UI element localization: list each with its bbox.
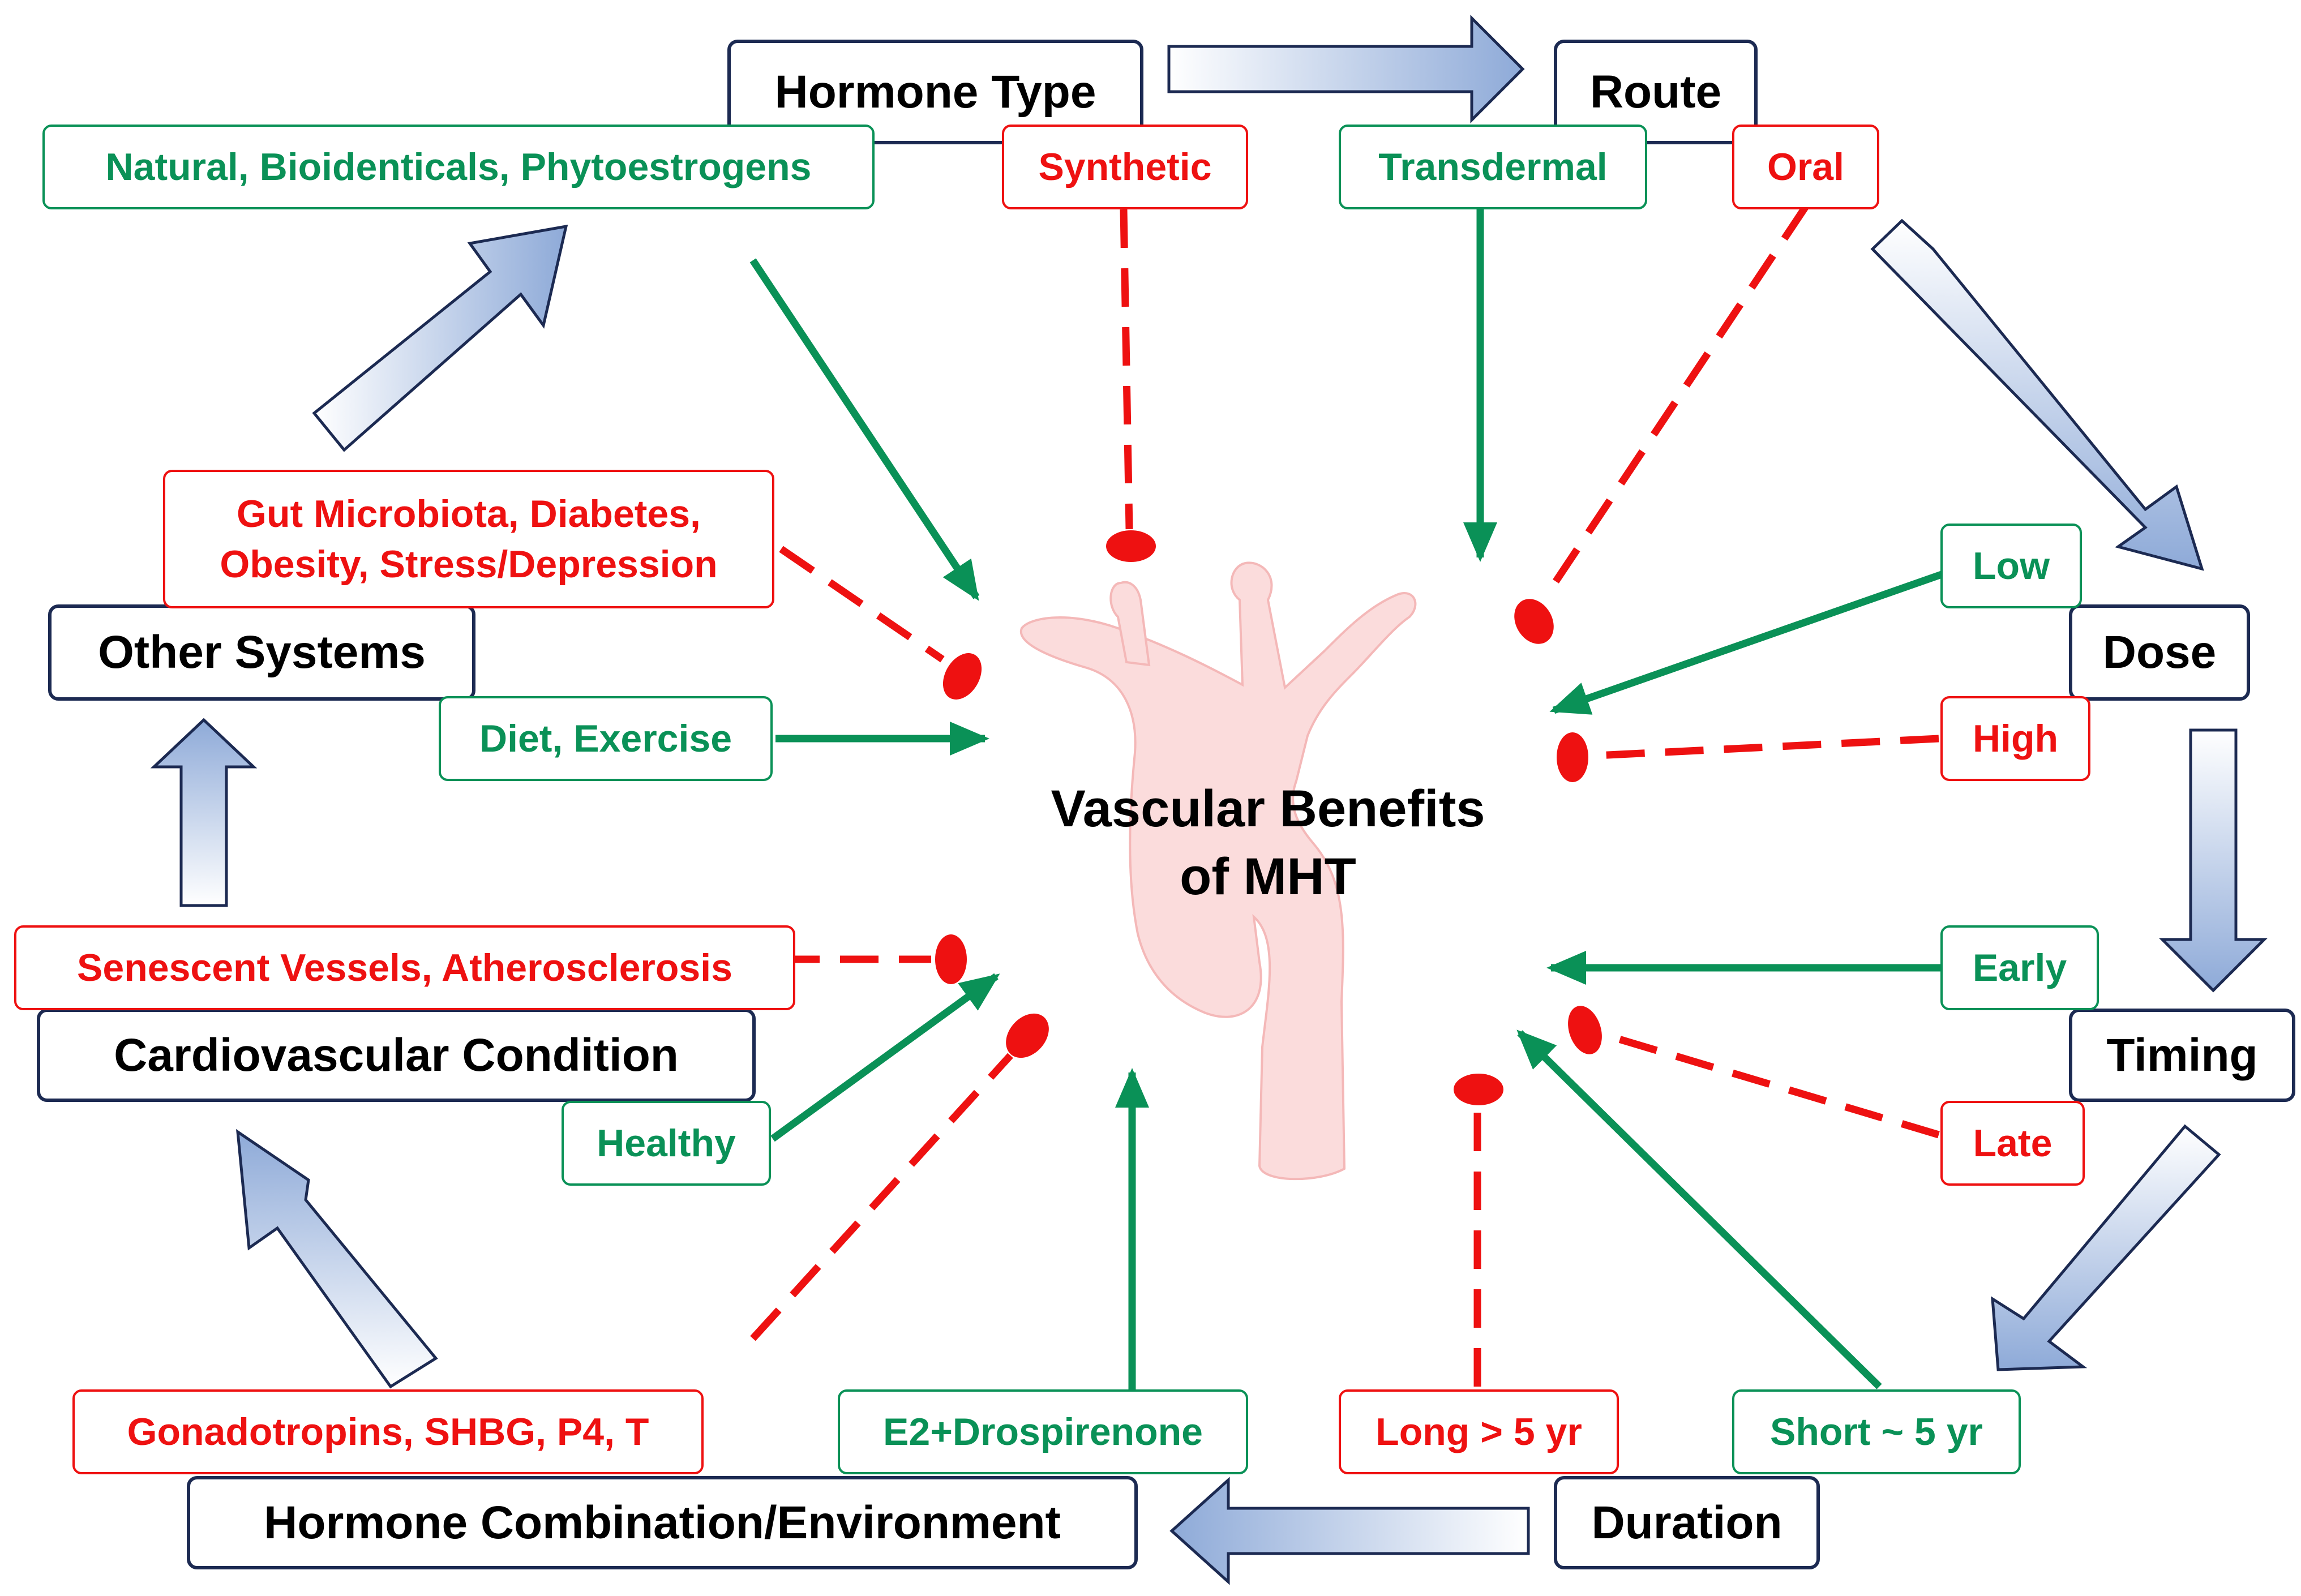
cap-long — [1454, 1074, 1503, 1105]
factor-low: Low — [1940, 524, 2082, 608]
cap-oral — [1514, 599, 1554, 644]
flow-arrow-combination-to-cardio — [235, 1129, 438, 1389]
flow-arrow-timing-to-duration — [1991, 1124, 2221, 1371]
factor-oral: Oral — [1732, 125, 1879, 209]
category-hormone-combination: Hormone Combination/Environment — [187, 1476, 1138, 1569]
factor-synthetic: Synthetic — [1002, 125, 1248, 209]
arrow-healthy — [770, 973, 1000, 1142]
category-other-systems: Other Systems — [48, 604, 475, 701]
cap-gut — [942, 653, 982, 700]
cap-gonadotropins — [1006, 1013, 1049, 1058]
category-dose: Dose — [2069, 604, 2250, 701]
factor-diet-exercise: Diet, Exercise — [439, 696, 773, 781]
factor-gonadotropins: Gonadotropins, SHBG, P4, T — [72, 1389, 704, 1474]
factor-early: Early — [1940, 925, 2099, 1010]
factor-senescent: Senescent Vessels, Atherosclerosis — [14, 925, 795, 1010]
line-gonadotropins — [750, 1053, 1013, 1341]
category-duration: Duration — [1554, 1476, 1820, 1569]
factor-transdermal: Transdermal — [1339, 125, 1647, 209]
factor-healthy: Healthy — [562, 1101, 771, 1186]
center-title-line1: Vascular Benefits — [1051, 780, 1485, 838]
factor-e2-drospirenone: E2+Drospirenone — [838, 1389, 1248, 1474]
factor-gut-line1: Gut Microbiota, Diabetes, — [237, 492, 701, 536]
flow-arrow-duration-to-combination — [1169, 1477, 1530, 1585]
line-late — [1606, 1032, 1940, 1139]
flow-arrow-dose-to-timing — [2158, 728, 2268, 993]
factor-short: Short ~ 5 yr — [1732, 1389, 2021, 1474]
category-timing: Timing — [2069, 1009, 2295, 1102]
line-oral — [1542, 204, 1809, 599]
flow-arrow-type-to-route — [1167, 14, 1525, 124]
factor-gut-line2: Obesity, Stress/Depression — [220, 542, 718, 586]
center-title-line2: of MHT — [1180, 847, 1356, 906]
flow-arrow-cardio-to-other — [150, 718, 258, 907]
arrow-short — [1516, 1029, 1882, 1389]
center-title: Vascular Benefits of MHT — [996, 775, 1540, 911]
line-synthetic — [1120, 209, 1133, 530]
flow-arrow-route-to-dose — [1870, 218, 2204, 571]
beneficial-arrows — [749, 207, 1943, 1392]
factor-gut: Gut Microbiota, Diabetes, Obesity, Stres… — [163, 470, 774, 608]
line-gut — [779, 546, 945, 663]
cap-high — [1557, 732, 1588, 782]
factor-late: Late — [1940, 1101, 2085, 1186]
factor-high: High — [1940, 696, 2090, 781]
arrow-low — [1549, 570, 1943, 715]
flow-arrows — [150, 14, 2268, 1585]
arrow-natural — [749, 258, 980, 601]
factor-natural: Natural, Bioidenticals, Phytoestrogens — [42, 125, 875, 209]
category-cardiovascular-condition: Cardiovascular Condition — [37, 1009, 756, 1102]
heart-aorta-icon — [1019, 561, 1417, 1181]
inhibition-caps — [935, 530, 1602, 1105]
line-high — [1596, 735, 1939, 760]
cap-late — [1568, 1006, 1602, 1054]
factor-long: Long > 5 yr — [1339, 1389, 1619, 1474]
cap-synthetic — [1106, 530, 1156, 562]
cap-senescent — [935, 934, 967, 984]
flow-arrow-other-to-type — [312, 224, 568, 452]
harmful-lines — [750, 204, 1940, 1387]
